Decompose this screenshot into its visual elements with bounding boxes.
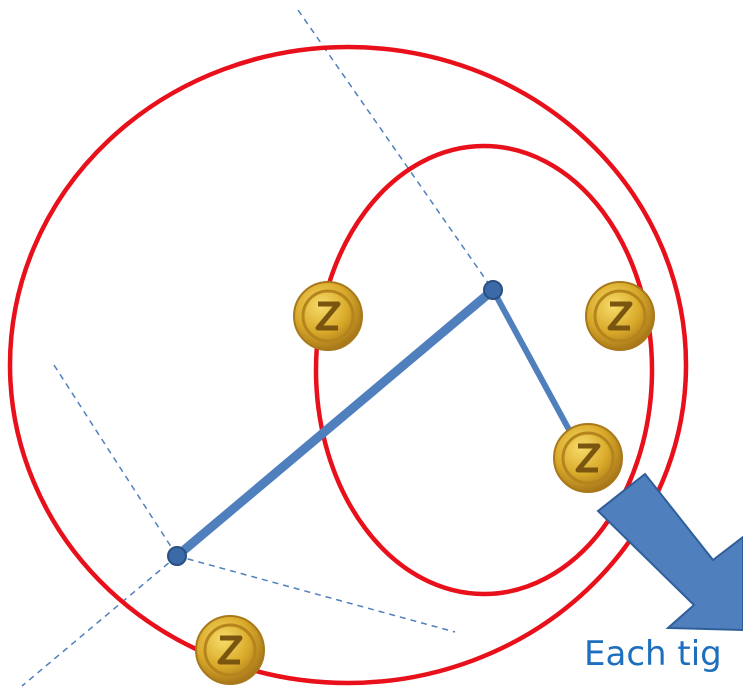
outer-circle (10, 47, 686, 683)
z-coin-icon (554, 424, 622, 492)
joint-base (168, 547, 186, 565)
dashed-guide-lower-left (22, 556, 177, 686)
z-coin-icon (294, 282, 362, 350)
joint-middle (484, 281, 502, 299)
dashed-guide-left (54, 365, 177, 556)
inner-circle (316, 146, 652, 594)
z-coin-icon (586, 282, 654, 350)
z-coin-icon (196, 616, 264, 684)
caption-text: Each tig (584, 634, 722, 674)
short-link (493, 290, 580, 450)
